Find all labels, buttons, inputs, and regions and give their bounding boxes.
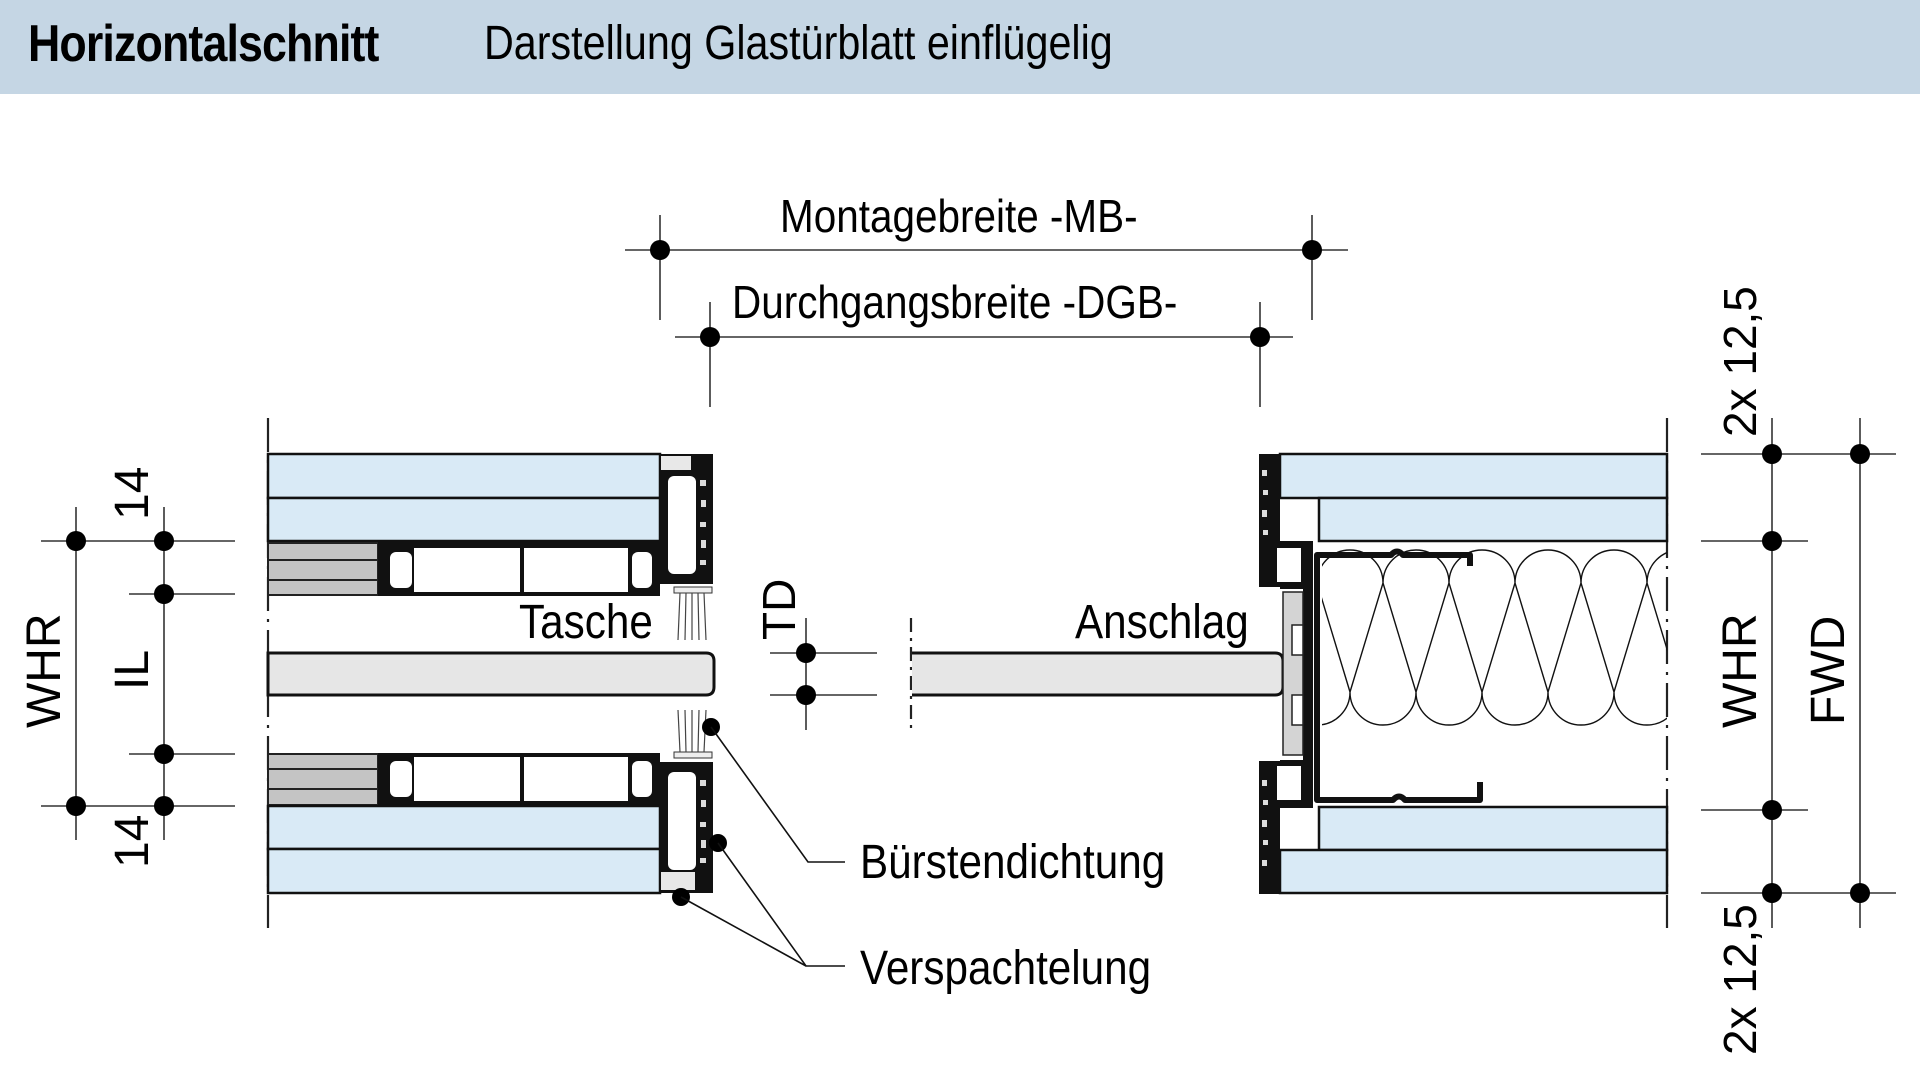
label-left-top-14: 14 — [106, 467, 159, 520]
dimension-montagebreite — [625, 215, 1348, 320]
label-right-fwd: FWD — [1802, 616, 1855, 725]
left-pocket-wall — [266, 418, 716, 928]
mineral-wool-insulation — [1322, 549, 1667, 726]
label-left-whr: WHR — [18, 613, 71, 728]
label-right-bottom-board: 2x 12,5 — [1714, 904, 1766, 1055]
brush-seal-bottom — [677, 709, 707, 753]
left-bottom-pocket-profile — [267, 753, 660, 807]
label-montagebreite: Montagebreite -MB- — [780, 192, 1138, 243]
dimension-left-whr-il — [41, 507, 235, 840]
label-left-il: IL — [106, 650, 159, 690]
drawing-subtitle: Darstellung Glastürblatt einflügelig — [484, 17, 1113, 70]
title-banner: Horizontalschnitt Darstellung Glastürbla… — [0, 0, 1920, 94]
left-top-board-outer — [266, 452, 662, 500]
right-top-board-outer — [1278, 452, 1669, 500]
right-bottom-board-inner — [1317, 805, 1669, 852]
left-bottom-board-inner — [266, 804, 662, 851]
stop-frame-profile — [1259, 454, 1313, 894]
right-bottom-board-outer — [1278, 848, 1669, 895]
drawing-title: Horizontalschnitt — [28, 15, 379, 73]
right-stop-wall — [1259, 418, 1669, 928]
label-buerstendichtung: Bürstendichtung — [860, 834, 1165, 888]
left-bottom-end-profile — [660, 751, 713, 893]
label-td: TD — [753, 579, 805, 640]
brush-seal-top — [677, 592, 707, 641]
leader-verspachtelung — [672, 834, 845, 967]
label-left-bottom-14: 14 — [106, 815, 159, 868]
dimension-right-whr-fwd — [1701, 418, 1896, 928]
left-top-end-profile — [660, 454, 713, 594]
glass-door-leaf-left — [266, 651, 716, 697]
left-bottom-board-outer — [266, 847, 662, 895]
label-tasche: Tasche — [519, 594, 653, 648]
left-top-pocket-profile — [267, 542, 660, 596]
stop-seal — [1282, 591, 1304, 756]
right-top-board-inner — [1317, 496, 1669, 543]
left-top-board-inner — [266, 496, 662, 543]
label-right-whr: WHR — [1714, 613, 1767, 728]
steel-stud — [1314, 548, 1483, 803]
leader-buerstendichtung — [702, 718, 845, 863]
dimension-td — [770, 618, 877, 730]
label-right-top-board: 2x 12,5 — [1714, 286, 1766, 437]
label-anschlag: Anschlag — [1075, 594, 1249, 648]
glass-door-leaf-right — [912, 651, 1285, 697]
wool-loops — [1322, 549, 1667, 726]
label-verspachtelung: Verspachtelung — [860, 940, 1151, 994]
label-durchgangsbreite: Durchgangsbreite -DGB- — [732, 278, 1177, 329]
dimension-durchgangsbreite — [675, 302, 1293, 407]
